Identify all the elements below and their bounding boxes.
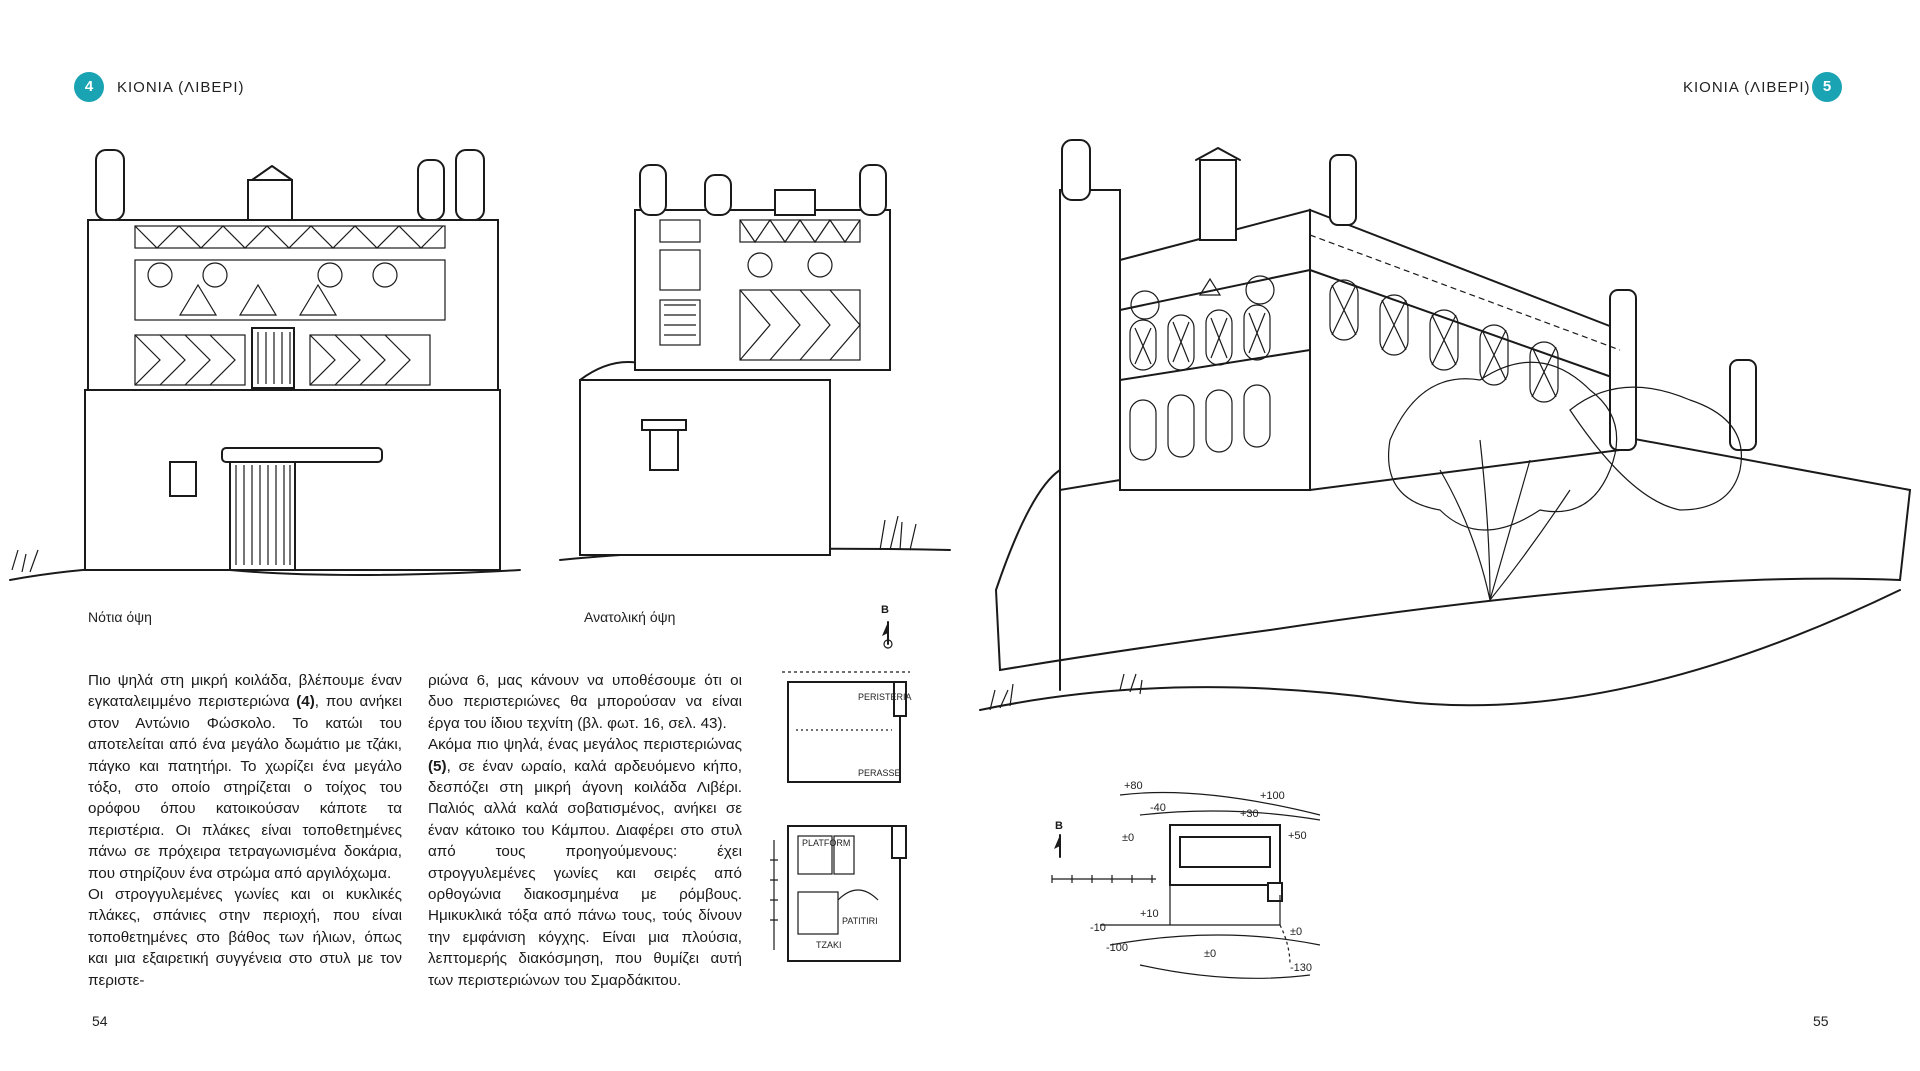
text-column-2: ριώνα 6, μας κάνουν να υποθέσουμε ότι οι… xyxy=(428,670,742,991)
plan-label: PLATFORM xyxy=(802,838,850,848)
ref-number: (5) xyxy=(428,757,447,775)
scale-bar-icon xyxy=(1051,875,1156,883)
perspective-drawing xyxy=(979,139,1912,711)
north-arrow-right-icon xyxy=(1054,834,1061,858)
plan-label: PERASSE xyxy=(858,768,901,778)
caption-east-elevation: Ανατολική όψη xyxy=(584,609,676,625)
dimension-label: +30 xyxy=(1240,808,1259,820)
page-number-left: 54 xyxy=(92,1013,108,1029)
floor-plan-lower: PLATFORM PATITIRI TZAKI xyxy=(770,825,907,962)
paragraph-3: ριώνα 6, μας κάνουν να υποθέσουμε ότι οι… xyxy=(428,672,742,732)
dimension-label: -10 xyxy=(1090,922,1106,934)
caption-south-elevation: Νότια όψη xyxy=(88,609,152,625)
dimension-label: +50 xyxy=(1288,830,1307,842)
north-arrow-left-icon xyxy=(882,621,893,649)
site-plan: +80 -40 +100 +30 +50 ±0 -10 +10 -100 ±0 … xyxy=(1090,780,1321,979)
paragraph-1: Πιο ψηλά στη μικρή κοιλάδα, βλέπουμε ένα… xyxy=(88,670,402,884)
paragraph-4: Ακόμα πιο ψηλά, ένας μεγάλος περιστεριών… xyxy=(428,734,742,991)
dimension-label: -40 xyxy=(1150,802,1166,814)
dimension-label: +80 xyxy=(1124,780,1143,792)
dimension-label: ±0 xyxy=(1290,926,1302,938)
north-marker-right: B xyxy=(1055,820,1063,832)
floor-plan-upper: PERISTERIA PERASSE xyxy=(782,671,912,783)
dimension-label: ±0 xyxy=(1204,948,1216,960)
text-run: , που ανήκει στον Αντώνιο Φώσκολο. Το κα… xyxy=(88,693,402,882)
dimension-label: -130 xyxy=(1290,962,1312,974)
chapter-badge-left: 4 xyxy=(74,72,104,102)
south-elevation-drawing xyxy=(9,149,521,581)
ref-number: (4) xyxy=(296,693,315,711)
text-run: , σε έναν ωραίο, καλά αρδευόμενο κήπο, δ… xyxy=(428,757,742,989)
page-number-right: 55 xyxy=(1813,1013,1829,1029)
dimension-label: +10 xyxy=(1140,908,1159,920)
dimension-label: ±0 xyxy=(1122,832,1134,844)
paragraph-2: Οι στρογγυλεμένες γωνίες και οι κυκλικές… xyxy=(88,886,402,989)
dimension-label: +100 xyxy=(1260,790,1285,802)
dimension-label: -100 xyxy=(1106,942,1128,954)
text-column-1: Πιο ψηλά στη μικρή κοιλάδα, βλέπουμε ένα… xyxy=(88,670,402,991)
text-run: Ακόμα πιο ψηλά, ένας μεγάλος περιστεριών… xyxy=(428,736,742,754)
text-run: Πιο ψηλά στη μικρή κοιλάδα, βλέπουμε ένα… xyxy=(88,672,402,711)
chapter-badge-right: 5 xyxy=(1812,72,1842,102)
plan-label: PATITIRI xyxy=(842,916,878,926)
plan-label: TZAKI xyxy=(816,940,842,950)
chapter-title-left: ΚΙΟΝΙΑ (ΛΙΒΕΡΙ) xyxy=(117,79,245,96)
chapter-title-right: ΚΙΟΝΙΑ (ΛΙΒΕΡΙ) xyxy=(1683,79,1811,96)
plan-label: PERISTERIA xyxy=(858,692,912,702)
north-marker-left: B xyxy=(881,604,889,616)
east-elevation-drawing xyxy=(559,164,951,561)
